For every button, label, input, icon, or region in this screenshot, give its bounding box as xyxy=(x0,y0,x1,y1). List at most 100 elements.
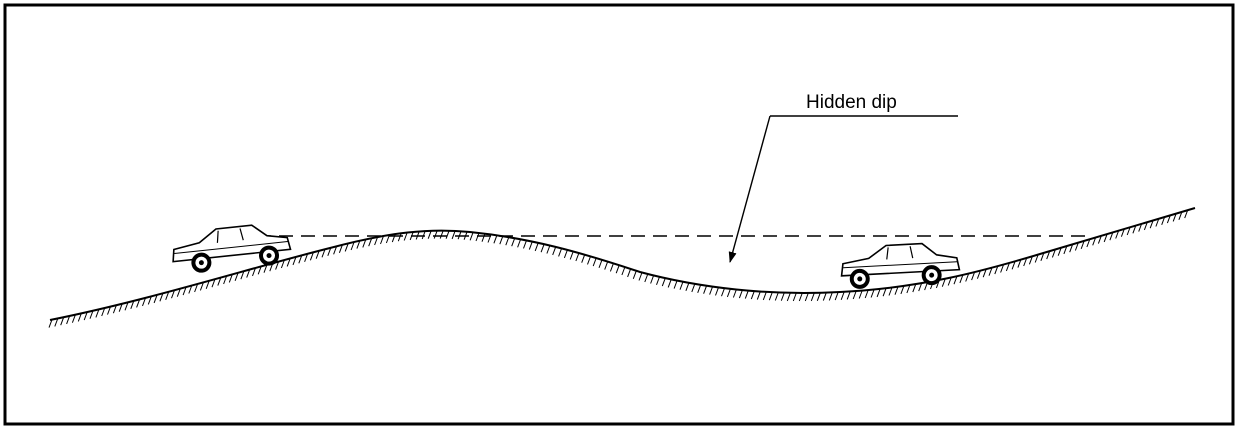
hatch-mark xyxy=(703,285,708,294)
hatch-mark xyxy=(798,292,803,302)
hatch-mark xyxy=(188,285,193,294)
hatch-mark xyxy=(445,230,450,239)
hatch-mark xyxy=(380,235,384,245)
hatch-mark xyxy=(673,280,678,289)
hatch-mark xyxy=(965,273,970,282)
hatch-mark xyxy=(774,292,779,301)
hatch-mark xyxy=(118,303,123,312)
hatch-mark xyxy=(457,231,462,240)
hatch-mark xyxy=(709,286,714,295)
hatch-mark xyxy=(48,319,53,328)
hatch-mark xyxy=(153,294,158,304)
hatch-mark xyxy=(959,274,964,284)
hatch-mark xyxy=(715,287,719,296)
hatch-mark xyxy=(912,283,917,293)
hatch-mark xyxy=(234,272,239,281)
hatch-mark xyxy=(828,292,833,301)
hatch-mark xyxy=(1138,223,1143,232)
hatch-mark xyxy=(840,291,845,300)
hatch-mark xyxy=(1120,228,1125,237)
hatch-mark xyxy=(439,230,444,239)
hatch-mark xyxy=(876,288,881,298)
hatch-mark xyxy=(409,231,414,241)
hatch-mark xyxy=(338,244,343,253)
hatch-mark xyxy=(1103,233,1108,243)
hatch-mark xyxy=(77,313,82,322)
hatch-mark xyxy=(1161,216,1166,225)
hatch-mark xyxy=(994,265,999,275)
hatch-mark xyxy=(362,239,367,248)
hatch-mark xyxy=(882,288,887,297)
hatch-mark xyxy=(1069,244,1074,253)
hatch-mark xyxy=(136,299,141,308)
hatch-mark xyxy=(252,267,256,277)
hatch-mark xyxy=(374,236,379,246)
hatch-mark xyxy=(534,242,539,252)
hatch-mark xyxy=(304,253,309,262)
hatch-mark xyxy=(953,276,958,285)
hatch-mark xyxy=(822,292,827,301)
hatch-mark xyxy=(66,315,71,325)
hatch-mark xyxy=(558,248,563,257)
hatch-mark xyxy=(451,230,456,240)
hatch-mark xyxy=(1092,237,1097,246)
hatch-mark xyxy=(159,293,164,302)
hatch-mark xyxy=(1080,240,1085,249)
hatch-mark xyxy=(112,305,117,314)
hatch-mark xyxy=(786,292,791,302)
hatch-mark xyxy=(217,277,222,286)
hatch-mark xyxy=(918,282,923,292)
hatch-mark xyxy=(894,286,899,295)
hatch-mark xyxy=(864,289,869,299)
hatch-mark xyxy=(1149,220,1154,229)
hatch-mark xyxy=(732,289,737,298)
hatch-mark xyxy=(780,292,785,301)
hatch-mark xyxy=(257,266,262,275)
hatch-mark xyxy=(587,256,591,265)
hatch-mark xyxy=(327,247,332,256)
hatch-mark xyxy=(804,292,809,302)
hatch-mark xyxy=(1074,242,1079,251)
car-in-dip xyxy=(840,242,961,289)
hatch-mark xyxy=(298,255,303,264)
car-on-crest xyxy=(172,224,292,273)
hatch-mark xyxy=(315,250,320,259)
hatch-mark xyxy=(810,292,815,302)
hatch-mark xyxy=(199,282,204,291)
hatch-mark xyxy=(469,232,474,241)
hatch-mark xyxy=(481,233,486,242)
hatch-mark xyxy=(142,297,146,307)
hatch-mark xyxy=(463,231,468,240)
hatch-mark xyxy=(721,288,725,297)
hatch-mark xyxy=(888,287,893,296)
hatch-mark xyxy=(667,279,672,288)
hatch-mark xyxy=(762,291,767,301)
hatch-mark xyxy=(632,270,637,279)
hidden-dip-label: Hidden dip xyxy=(806,92,897,113)
hatch-mark xyxy=(852,290,857,300)
hatch-mark xyxy=(505,237,510,246)
hatch-mark xyxy=(1011,261,1016,270)
hatch-mark xyxy=(528,241,533,250)
hatch-mark xyxy=(1086,238,1091,248)
hatch-mark xyxy=(1028,256,1033,265)
hatch-mark xyxy=(858,290,863,299)
hatch-mark xyxy=(615,265,620,274)
hatch-mark xyxy=(598,259,603,268)
hatch-mark xyxy=(1046,250,1051,260)
hatch-mark xyxy=(95,309,100,318)
hatch-mark xyxy=(834,291,839,301)
hatch-mark xyxy=(581,254,586,263)
hatch-mark xyxy=(223,275,228,285)
hatch-mark xyxy=(685,282,690,291)
hatch-mark xyxy=(1184,209,1189,219)
hatch-mark xyxy=(356,240,361,249)
hatch-mark xyxy=(350,241,355,251)
hatch-mark xyxy=(54,318,59,327)
hatch-mark xyxy=(228,274,233,283)
hatch-mark xyxy=(621,266,626,276)
diagram-border xyxy=(3,3,1235,426)
hatch-mark xyxy=(397,233,402,242)
hatch-mark xyxy=(552,246,557,256)
